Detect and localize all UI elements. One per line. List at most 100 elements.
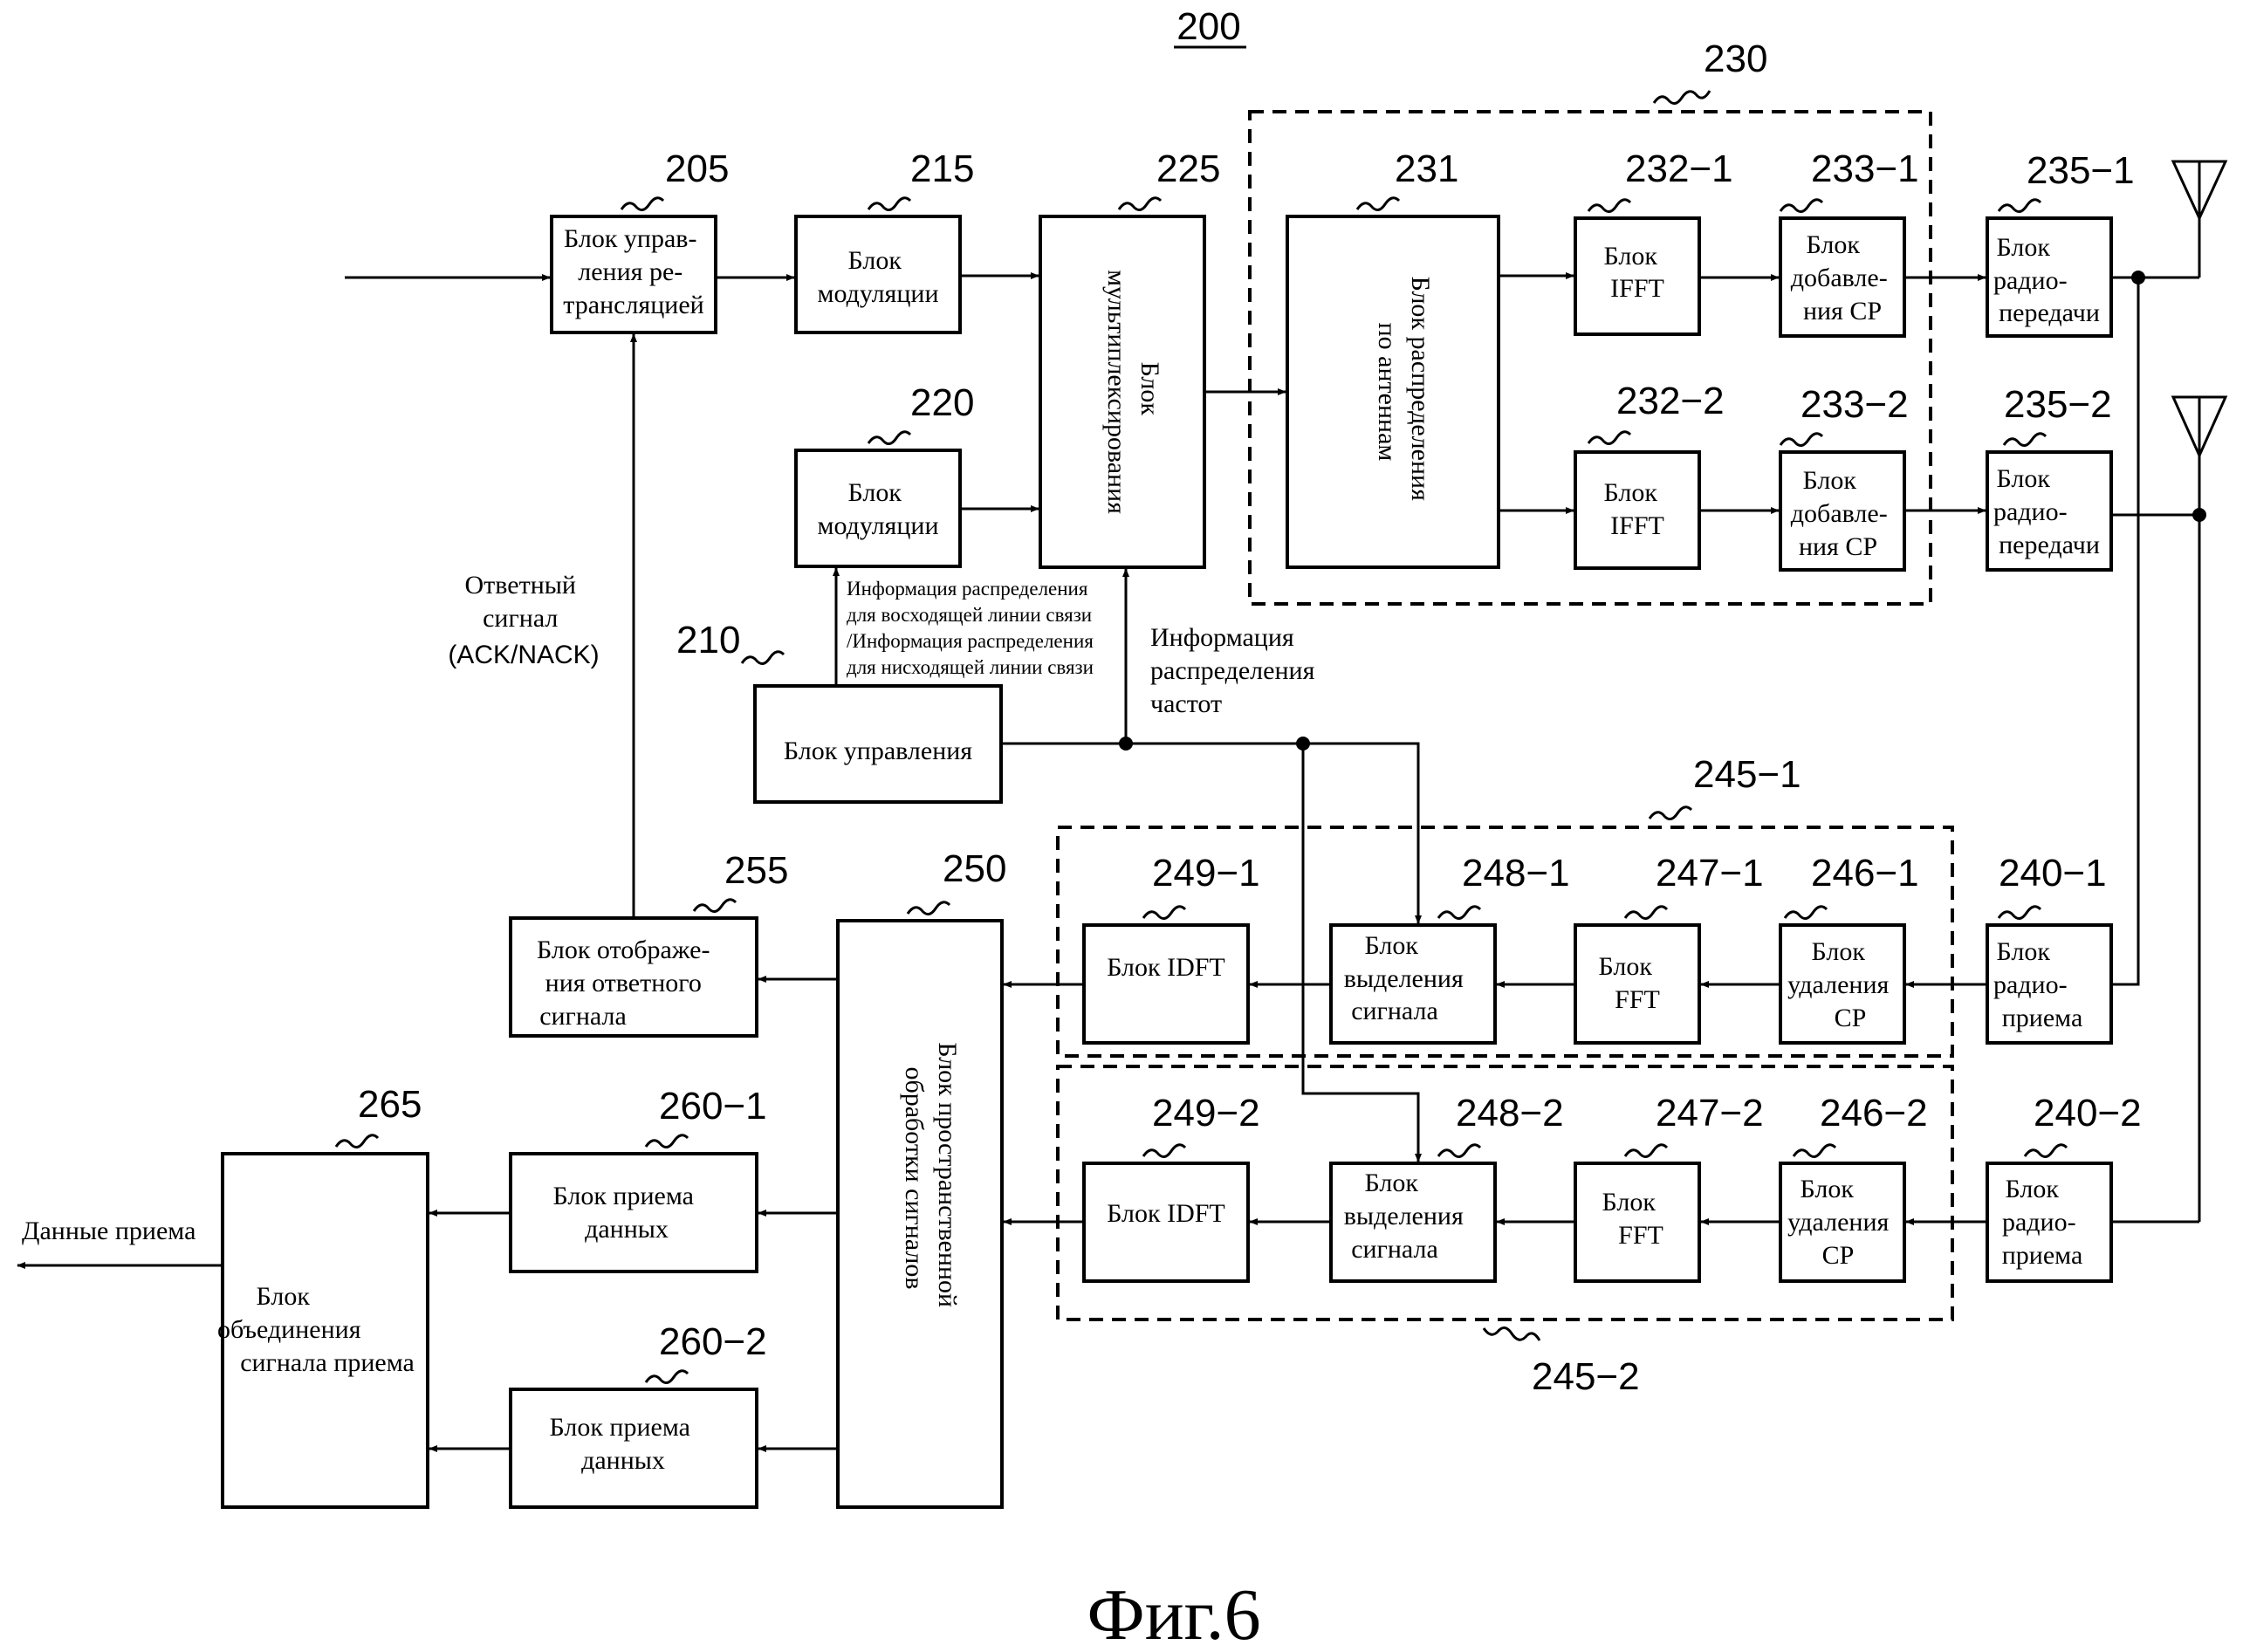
diagram-number: 200 (1176, 5, 1240, 48)
block-232-1: 232−1 Блок IFFT (1574, 147, 1733, 336)
block-260-1-ref: 260−1 (659, 1085, 767, 1128)
block-225-ref: 225 (1156, 147, 1220, 190)
alloc-info-label: Информация распределения для восходящей … (847, 578, 1099, 678)
block-240-2-ref: 240−2 (2034, 1092, 2142, 1134)
block-240-1: 240−1 Блок радио- приема (1986, 852, 2113, 1045)
group-230-ref: 230 (1704, 38, 1767, 80)
block-246-1-label: Блок удаления CP (1787, 937, 1896, 1032)
block-265: 265 Блок объединения сигнала приема (217, 1083, 429, 1509)
block-240-2: 240−2 Блок радио- приема (1986, 1092, 2142, 1283)
block-247-2-ref: 247−2 (1656, 1092, 1764, 1134)
block-249-1-ref: 249−1 (1152, 852, 1260, 895)
group-245-1-leader (1648, 805, 1693, 820)
freq-info-label: Информация распределения частот (1150, 623, 1321, 718)
group-245-2 (1056, 1065, 1954, 1321)
group-245-1 (1056, 826, 1954, 1058)
block-231-label: Блок распределения по антеннам (1373, 277, 1435, 508)
block-233-1: 233−1 Блок добавле- ния CP (1779, 147, 1919, 338)
block-205-label: Блок управ- ления ре- трансляцией (563, 224, 703, 319)
block-240-2-label: Блок радио- приема (2002, 1175, 2083, 1270)
group-230-leader (1652, 90, 1711, 105)
connections (17, 272, 2199, 1452)
block-231: 231 Блок распределения по антеннам (1286, 147, 1500, 569)
block-249-2: 249−2 Блок IDFT (1082, 1092, 1260, 1283)
block-233-2-label: Блок добавле- ния CP (1791, 466, 1894, 561)
block-250-label: Блок пространственной обработки сигналов (900, 1042, 962, 1313)
block-225-label: Блок мультиплексирования (1102, 270, 1164, 514)
block-210-ref: 210 (676, 619, 740, 661)
block-215-ref: 215 (910, 147, 974, 190)
block-249-1: 249−1 Блок IDFT (1082, 852, 1260, 1045)
block-235-2-label: Блок радио- передачи (1993, 464, 2100, 559)
block-233-2-ref: 233−2 (1801, 383, 1909, 426)
block-248-1: 248−1 Блок выделения сигнала (1329, 852, 1570, 1045)
block-231-ref: 231 (1395, 147, 1458, 190)
block-232-2: 232−2 Блок IFFT (1574, 380, 1725, 570)
block-246-2-ref: 246−2 (1820, 1092, 1928, 1134)
block-260-1-label: Блок приема данных (553, 1182, 701, 1244)
block-232-1-ref: 232−1 (1625, 147, 1733, 190)
block-265-label: Блок объединения сигнала приема (217, 1282, 415, 1377)
block-249-2-ref: 249−2 (1152, 1092, 1260, 1134)
block-235-2-ref: 235−2 (2004, 383, 2112, 426)
antenna-1-icon (2171, 160, 2228, 278)
block-255-ref: 255 (724, 849, 788, 892)
block-260-2: 260−2 Блок приема данных (509, 1320, 767, 1509)
block-233-1-ref: 233−1 (1811, 147, 1919, 190)
block-233-2: 233−2 Блок добавле- ния CP (1779, 383, 1909, 572)
block-246-2-label: Блок удаления CP (1787, 1175, 1896, 1270)
group-245-1-ref: 245−1 (1693, 753, 1801, 796)
block-255: 255 Блок отображе- ния ответного сигнала (509, 849, 788, 1038)
block-248-2: 248−2 Блок выделения сигнала (1329, 1092, 1564, 1283)
block-232-1-label: Блок IFFT (1604, 242, 1664, 303)
block-248-1-label: Блок выделения сигнала (1344, 931, 1471, 1025)
block-210: 210 Блок управления (676, 619, 1003, 804)
block-235-2: 235−2 Блок радио- передачи (1986, 383, 2113, 572)
block-235-1: 235−1 Блок радио- передачи (1986, 149, 2135, 338)
output-data-label: Данные приема (22, 1217, 195, 1245)
block-248-2-ref: 248−2 (1456, 1092, 1564, 1134)
block-255-label: Блок отображе- ния ответного сигнала (537, 936, 717, 1031)
junction-dots (1119, 271, 2206, 751)
block-220: 220 Блок модуляции (794, 381, 974, 568)
block-215: 215 Блок модуляции (794, 147, 974, 334)
response-signal-label: Ответный сигнал (ACK/NACK) (448, 571, 599, 669)
group-245-2-ref: 245−2 (1532, 1355, 1640, 1398)
block-246-1: 246−1 Блок удаления CP (1779, 852, 1919, 1045)
block-240-1-label: Блок радио- приема (1993, 937, 2082, 1032)
block-260-1: 260−1 Блок приема данных (509, 1085, 767, 1273)
figure-caption: Фиг.6 (1087, 1574, 1260, 1652)
block-247-1-label: Блок FFT (1599, 952, 1660, 1014)
block-248-1-ref: 248−1 (1462, 852, 1570, 895)
block-215-label: Блок модуляции (818, 246, 939, 308)
block-232-2-ref: 232−2 (1616, 380, 1725, 422)
group-245-2-leader (1482, 1326, 1541, 1341)
block-232-2-label: Блок IFFT (1604, 478, 1664, 540)
block-250: 250 Блок пространственной обработки сигн… (836, 847, 1006, 1509)
block-247-2: 247−2 Блок FFT (1574, 1092, 1764, 1283)
block-249-2-label: Блок IDFT (1107, 1199, 1225, 1228)
block-247-2-label: Блок FFT (1602, 1188, 1663, 1250)
block-220-ref: 220 (910, 381, 974, 424)
block-205-ref: 205 (665, 147, 729, 190)
block-220-label: Блок модуляции (818, 478, 939, 540)
block-249-1-label: Блок IDFT (1107, 953, 1225, 982)
block-265-ref: 265 (358, 1083, 422, 1126)
block-246-1-ref: 246−1 (1811, 852, 1919, 895)
block-260-2-label: Блок приема данных (550, 1413, 697, 1475)
block-246-2: 246−2 Блок удаления CP (1779, 1092, 1928, 1283)
group-230 (1248, 110, 1932, 606)
block-247-1-ref: 247−1 (1656, 852, 1764, 895)
block-235-1-ref: 235−1 (2027, 149, 2135, 192)
block-260-2-ref: 260−2 (659, 1320, 767, 1363)
block-210-label: Блок управления (784, 737, 972, 765)
block-233-1-label: Блок добавле- ния CP (1791, 230, 1894, 326)
antenna-2-icon (2171, 395, 2228, 1222)
block-225: 225 Блок мультиплексирования (1039, 147, 1220, 569)
block-247-1: 247−1 Блок FFT (1574, 852, 1764, 1045)
block-250-ref: 250 (943, 847, 1006, 890)
block-235-1-label: Блок радио- передачи (1993, 233, 2100, 327)
block-248-2-label: Блок выделения сигнала (1344, 1169, 1471, 1264)
block-240-1-ref: 240−1 (1999, 852, 2107, 895)
